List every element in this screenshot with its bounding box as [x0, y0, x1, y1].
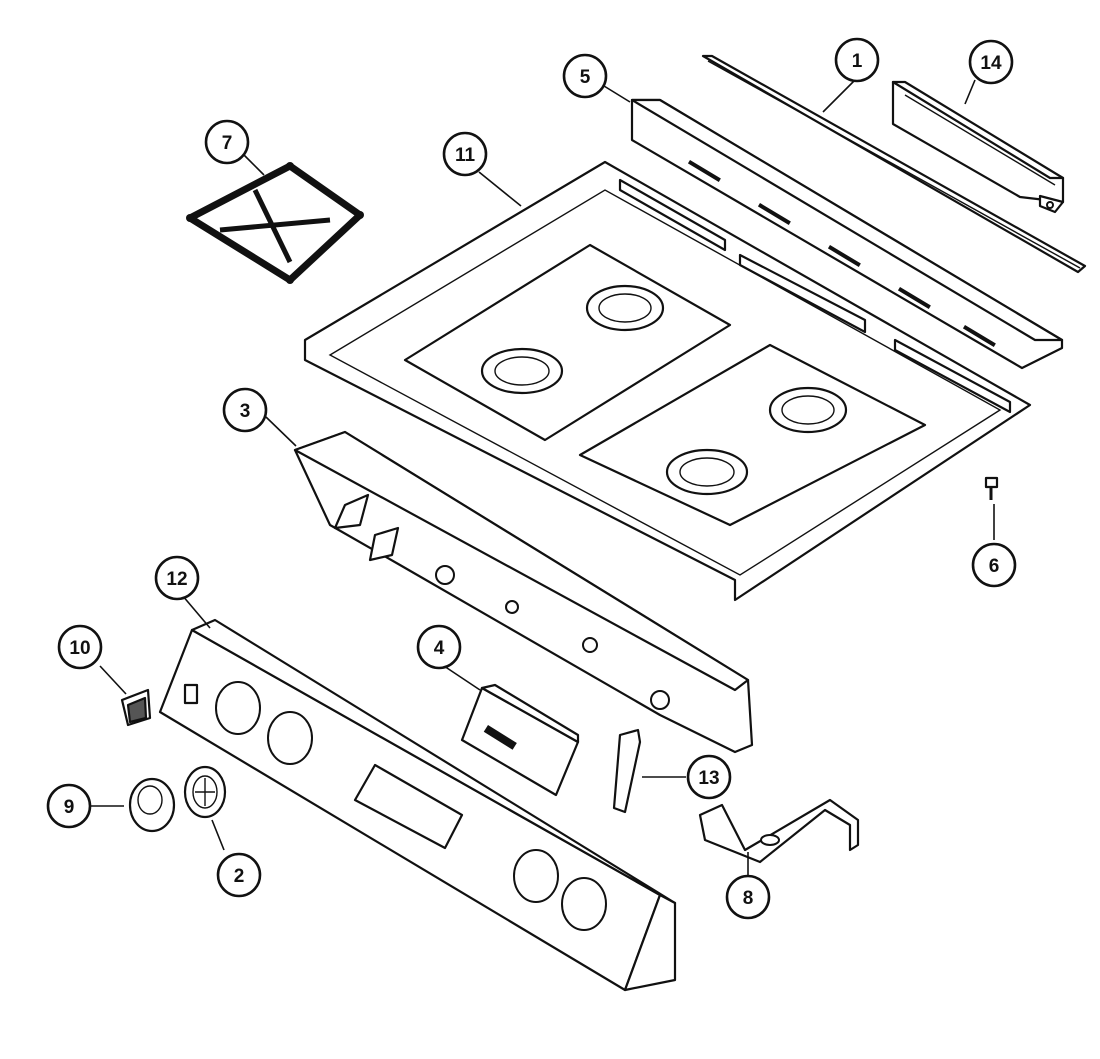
- svg-text:13: 13: [698, 768, 719, 789]
- callout-3: 3: [222, 387, 268, 433]
- svg-text:12: 12: [166, 569, 187, 590]
- svg-text:5: 5: [580, 67, 591, 88]
- part-trim-strip: [701, 54, 1087, 274]
- callout-1: 1: [834, 37, 880, 83]
- part-switch: [120, 688, 152, 727]
- part-knob-bezel: [183, 765, 227, 819]
- callout-14: 14: [968, 39, 1014, 85]
- callout-10: 10: [57, 624, 103, 670]
- part-manifold-panel: [293, 430, 754, 754]
- svg-text:4: 4: [434, 638, 445, 659]
- svg-text:6: 6: [989, 556, 1000, 577]
- svg-text:2: 2: [234, 866, 245, 887]
- callout-6: 6: [971, 542, 1017, 588]
- callout-9: 9: [46, 783, 92, 829]
- svg-text:9: 9: [64, 797, 75, 818]
- callout-12: 12: [154, 555, 200, 601]
- callout-8: 8: [725, 874, 771, 920]
- part-screw: [984, 476, 999, 500]
- svg-text:1: 1: [852, 51, 863, 72]
- part-clip: [612, 728, 642, 814]
- callout-2: 2: [216, 852, 262, 898]
- part-top-bracket: [891, 80, 1065, 214]
- callout-13: 13: [686, 754, 732, 800]
- part-knob: [128, 777, 176, 833]
- svg-text:8: 8: [743, 888, 754, 909]
- part-control-panel: [158, 618, 677, 992]
- svg-text:7: 7: [222, 133, 233, 154]
- callout-11: 11: [442, 131, 488, 177]
- svg-text:10: 10: [69, 638, 90, 659]
- callout-4: 4: [416, 624, 462, 670]
- leader-lines: [90, 79, 995, 875]
- callout-7: 7: [204, 119, 250, 165]
- svg-text:14: 14: [980, 53, 1002, 74]
- part-control-module: [460, 683, 580, 797]
- callout-5: 5: [562, 53, 608, 99]
- part-cooktop: [303, 160, 1032, 602]
- svg-text:11: 11: [455, 145, 476, 166]
- svg-text:3: 3: [240, 401, 251, 422]
- part-vent-trim: [630, 98, 1064, 370]
- part-burner-grate: [186, 162, 364, 284]
- part-mounting-bracket: [698, 798, 860, 864]
